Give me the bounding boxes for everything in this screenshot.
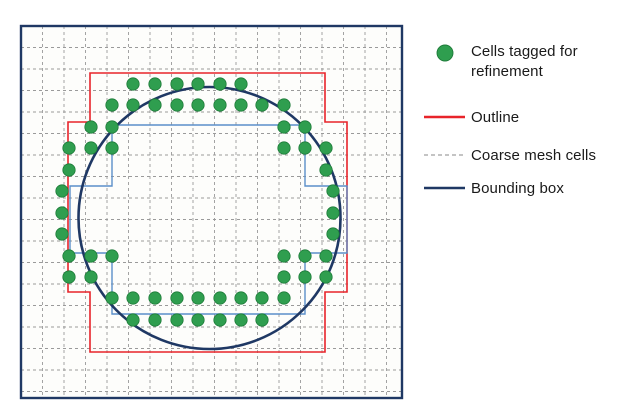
tagged-cell-dot <box>213 313 227 327</box>
tagged-cell-dot <box>62 249 76 263</box>
tagged-cell-dot <box>62 163 76 177</box>
tagged-cell-dot <box>170 313 184 327</box>
tagged-cell-dot <box>326 227 340 241</box>
tagged-cell-dot <box>105 291 119 305</box>
tagged-cell-dot <box>255 98 269 112</box>
tagged-cell-dot <box>126 313 140 327</box>
legend-label-bounding-box: Bounding box <box>471 180 564 197</box>
tagged-cell-dot <box>84 249 98 263</box>
tagged-cell-dot <box>277 270 291 284</box>
tagged-cell-dot <box>62 141 76 155</box>
tagged-cell-dot <box>234 77 248 91</box>
tagged-cell-dot <box>213 77 227 91</box>
tagged-cell-dot <box>191 313 205 327</box>
tagged-cell-dot <box>148 77 162 91</box>
bounding-box-circle <box>77 85 342 351</box>
tagged-cell-dot <box>213 291 227 305</box>
tagged-cell-dot <box>62 270 76 284</box>
tagged-cell-dot <box>170 291 184 305</box>
tagged-cell-dot <box>148 98 162 112</box>
tagged-cell-dot <box>105 120 119 134</box>
tagged-cell-dot <box>298 120 312 134</box>
tagged-cell-dot <box>277 120 291 134</box>
tagged-cell-dot <box>55 227 69 241</box>
tagged-cell-dot <box>191 77 205 91</box>
tagged-cell-dot <box>105 249 119 263</box>
tagged-cell-dot <box>277 249 291 263</box>
tagged-cell-dot <box>319 270 333 284</box>
tagged-cell-dot <box>84 270 98 284</box>
tagged-cell-dot <box>234 98 248 112</box>
legend-item-outline: Outline <box>471 108 519 128</box>
legend-label-outline: Outline <box>471 109 520 126</box>
legend-marker-dot-cells-tagged <box>436 44 454 62</box>
plot-panel-border <box>19 24 404 400</box>
tagged-cell-dot <box>191 98 205 112</box>
tagged-cell-dot <box>255 313 269 327</box>
legend-label-coarse-mesh-cells: Coarse mesh cells <box>471 147 597 164</box>
tagged-cell-dot <box>326 184 340 198</box>
tagged-cell-dot <box>170 98 184 112</box>
tagged-cell-dot <box>84 141 98 155</box>
tagged-cell-dot <box>105 98 119 112</box>
legend-markers <box>424 44 465 190</box>
legend-item-cells-tagged: Cells tagged for refinement <box>471 42 578 81</box>
tagged-cell-dot <box>126 98 140 112</box>
tagged-cell-dot <box>326 206 340 220</box>
legend-item-bounding-box: Bounding box <box>471 179 564 199</box>
tagged-cell-dot <box>277 141 291 155</box>
tagged-cell-dot <box>55 206 69 220</box>
red-outline-shape <box>67 72 348 353</box>
tagged-cell-dot <box>105 141 119 155</box>
legend-item-coarse-mesh-cells: Coarse mesh cells <box>471 146 596 166</box>
tagged-cell-dot <box>319 141 333 155</box>
tagged-cell-dot <box>84 120 98 134</box>
tagged-cell-dot <box>277 291 291 305</box>
tagged-cell-dot <box>255 291 269 305</box>
tagged-cell-dot <box>319 249 333 263</box>
legend-label-cells-tagged: Cells tagged for refinement <box>471 43 578 80</box>
tagged-cell-dot <box>213 98 227 112</box>
tagged-cell-dot <box>234 313 248 327</box>
tagged-cell-dot <box>298 141 312 155</box>
tagged-cell-dot <box>148 291 162 305</box>
tagged-cell-dot <box>126 291 140 305</box>
tagged-cell-dot <box>148 313 162 327</box>
inner-cross-region-shape <box>69 124 348 315</box>
tagged-cell-dot <box>191 291 205 305</box>
tagged-cell-dot <box>126 77 140 91</box>
tagged-cell-dot <box>234 291 248 305</box>
coarse-mesh-grid <box>21 26 402 398</box>
tagged-cell-dot <box>170 77 184 91</box>
tagged-cell-dot <box>298 249 312 263</box>
tagged-cell-dots <box>55 77 340 327</box>
tagged-cell-dot <box>55 184 69 198</box>
tagged-cell-dot <box>298 270 312 284</box>
tagged-cell-dot <box>277 98 291 112</box>
tagged-cell-dot <box>319 163 333 177</box>
